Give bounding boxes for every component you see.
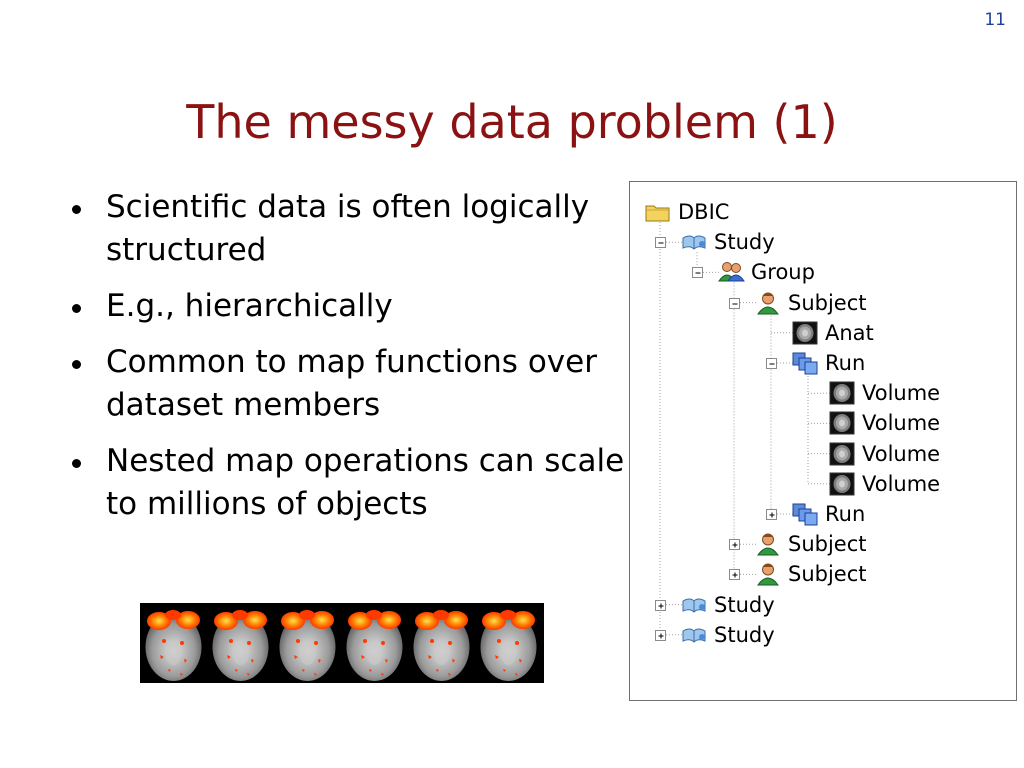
tree-node-volume[interactable]: Volume <box>828 410 940 436</box>
tree-node-label: Volume <box>862 441 941 466</box>
tree-node-anat[interactable]: Anat <box>791 320 874 346</box>
scan-icon <box>828 472 856 496</box>
tree-node-label: Volume <box>862 411 941 436</box>
brain-scan-image <box>207 603 274 683</box>
tree-node-label: Anat <box>825 320 874 345</box>
tree-node-label: Volume <box>862 471 941 496</box>
tree-node-label: Volume <box>862 381 941 406</box>
bullet-item: E.g., hierarchically <box>68 285 628 328</box>
tree-node-label: Subject <box>788 532 867 557</box>
tree-node-label: Subject <box>788 290 867 315</box>
scan-icon <box>791 321 819 345</box>
expand-toggle-icon[interactable] <box>655 599 666 611</box>
tree-node-label: Run <box>825 502 866 526</box>
subject-icon <box>754 562 782 586</box>
expand-toggle-icon[interactable] <box>766 509 777 520</box>
subject-icon <box>754 532 782 556</box>
expand-toggle-icon[interactable] <box>655 629 666 641</box>
slide-title: The messy data problem (1) <box>186 95 838 149</box>
scan-icon <box>828 442 856 466</box>
collapse-toggle-icon[interactable] <box>655 237 666 249</box>
brain-scan-image <box>274 603 341 683</box>
study-icon <box>680 623 708 647</box>
tree-node-subject[interactable]: Subject <box>754 561 867 587</box>
tree-node-run[interactable]: Run <box>791 350 865 376</box>
run-icon <box>791 502 819 526</box>
tree-node-study[interactable]: Study <box>680 592 775 618</box>
tree-node-volume[interactable]: Volume <box>828 441 940 467</box>
tree-node-label: Run <box>825 351 866 375</box>
brain-scan-strip <box>140 603 544 683</box>
expand-toggle-icon[interactable] <box>729 569 740 581</box>
tree-node-study[interactable]: Study <box>680 622 775 648</box>
tree-node-run[interactable]: Run <box>791 501 865 527</box>
tree-node-label: Group <box>751 260 815 285</box>
study-icon <box>680 230 708 254</box>
bullet-list: Scientific data is often logically struc… <box>68 186 628 539</box>
brain-scan-image <box>408 603 475 683</box>
brain-scan-image <box>341 603 408 683</box>
collapse-toggle-icon[interactable] <box>766 358 777 369</box>
run-icon <box>791 351 819 375</box>
tree-node-subject[interactable]: Subject <box>754 531 867 557</box>
tree-node-label: Study <box>714 592 775 617</box>
folder-icon <box>644 200 672 224</box>
expand-toggle-icon[interactable] <box>729 539 740 551</box>
slide-number: 11 <box>984 10 1006 30</box>
tree-node-subject[interactable]: Subject <box>754 290 867 316</box>
bullet-item: Common to map functions over dataset mem… <box>68 341 628 427</box>
tree-node-root[interactable]: DBIC <box>644 199 729 225</box>
tree-node-group[interactable]: Group <box>717 259 815 285</box>
group-icon <box>717 260 745 284</box>
brain-scan-image <box>140 603 207 683</box>
tree-node-label: Subject <box>788 562 867 587</box>
brain-scan-image <box>475 603 542 683</box>
tree-node-study[interactable]: Study <box>680 229 775 255</box>
tree-node-label: Study <box>714 622 775 647</box>
bullet-item: Nested map operations can scale to milli… <box>68 440 628 526</box>
bullet-item: Scientific data is often logically struc… <box>68 186 628 272</box>
tree-node-volume[interactable]: Volume <box>828 471 940 497</box>
tree-node-volume[interactable]: Volume <box>828 380 940 406</box>
scan-icon <box>828 411 856 435</box>
subject-icon <box>754 291 782 315</box>
collapse-toggle-icon[interactable] <box>692 267 703 279</box>
scan-icon <box>828 381 856 405</box>
collapse-toggle-icon[interactable] <box>729 297 740 309</box>
study-icon <box>680 593 708 617</box>
tree-node-label: Study <box>714 230 775 255</box>
tree-node-label: DBIC <box>678 200 730 224</box>
